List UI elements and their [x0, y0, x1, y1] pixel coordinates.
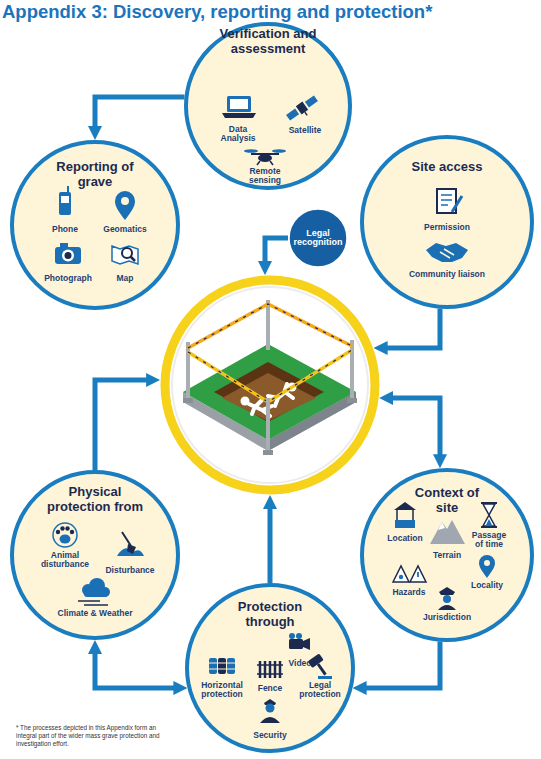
icon-label: Jurisdiction: [417, 613, 477, 622]
icon-label: Permission: [407, 223, 487, 232]
node-heading: Context of site: [402, 486, 492, 515]
node-heading: Reporting of grave: [45, 160, 145, 189]
circle-outline: [12, 142, 178, 308]
footnote: * The processes depicted in this Appendi…: [16, 724, 166, 748]
flow-arrow: [265, 238, 288, 267]
icon-label: Horizontal protection: [197, 681, 247, 699]
label-circle: Legal recognition: [288, 208, 348, 268]
node-heading: Verification and assessment: [213, 27, 323, 56]
circle-outline: [362, 470, 532, 640]
icon-label: Map: [100, 274, 150, 283]
flow-arrow: [95, 648, 179, 688]
stage-circle: Verification and assessmentData Analysis…: [184, 22, 352, 190]
icon-label: Location: [383, 534, 428, 543]
icon-label: Remote sensing: [243, 167, 287, 185]
icon-label: Fence: [250, 684, 290, 693]
stage-circle: Physical protection fromAnimal disturban…: [10, 470, 180, 640]
icon-label: Community liaison: [397, 270, 497, 279]
icon-label: Passage of time: [469, 531, 509, 549]
stage-circle: Protection throughVideoHorizontal protec…: [185, 583, 355, 753]
flow-arrow: [268, 503, 273, 583]
icon-label: Climate & Weather: [50, 609, 140, 618]
stage-circle: Context of siteLocationTerrain Passage of…: [360, 468, 534, 642]
circle-outline: [160, 275, 380, 495]
icon-label: Satellite: [283, 126, 327, 135]
icon-label: Security: [245, 731, 295, 740]
central-circle: [160, 275, 380, 495]
node-heading: Protection through: [220, 600, 320, 629]
icon-label: Hazards: [387, 588, 432, 597]
circle-outline: [165, 280, 375, 490]
node-label: Legal recognition: [293, 229, 343, 248]
circle-outline: [172, 287, 368, 483]
icon-label: Phone: [40, 225, 90, 234]
circle-outline: [362, 137, 532, 307]
flow-arrow: [95, 97, 185, 132]
node-heading: Site access: [392, 160, 502, 175]
flow-arrow: [382, 309, 440, 348]
icon-label: Legal protection: [295, 681, 345, 699]
stage-circle: Site accessPermissionCommunity liaison: [360, 135, 534, 309]
icon-label: Disturbance: [103, 566, 158, 575]
circle-outline: [186, 24, 350, 188]
stage-circle: Reporting of gravePhone GeomaticsPhotogra…: [10, 140, 180, 310]
flow-arrow: [95, 380, 152, 470]
icon-label: Photograph: [43, 274, 93, 283]
icon-label: Data Analysis: [216, 125, 260, 143]
icon-label: Locality: [465, 581, 510, 590]
icon-label: Video: [280, 659, 320, 668]
flow-arrow: [361, 642, 440, 688]
icon-label: Animal disturbance: [40, 551, 90, 569]
icon-label: Terrain: [425, 551, 470, 560]
circle-outline: [12, 472, 178, 638]
page-title: Appendix 3: Discovery, reporting and pro…: [2, 1, 432, 23]
icon-label: Geomatics: [100, 225, 150, 234]
flow-arrow: [387, 398, 440, 460]
circle-outline: [187, 585, 353, 751]
circle-outline: [289, 209, 347, 267]
node-heading: Physical protection from: [40, 485, 150, 514]
